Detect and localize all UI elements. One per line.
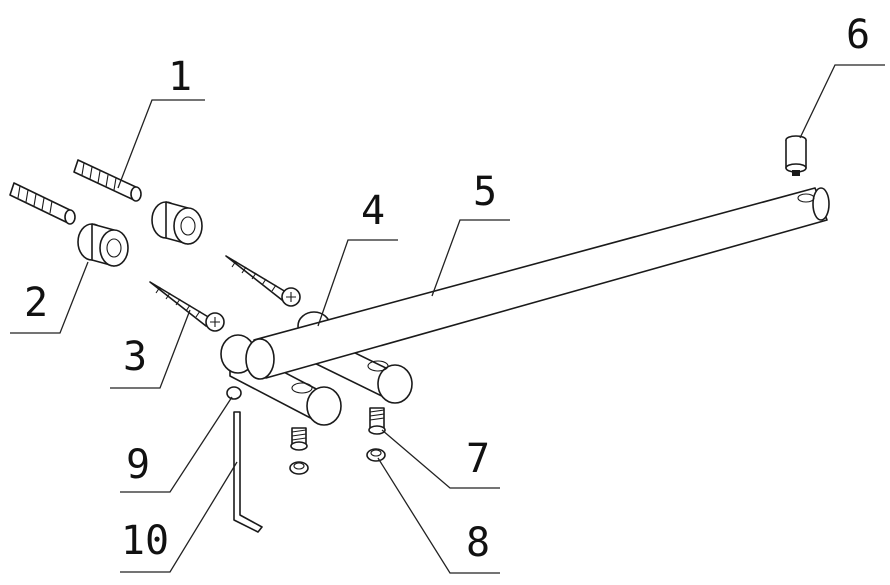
callout-1: 1: [168, 54, 192, 100]
ball-plug: [226, 386, 242, 400]
callout-8: 8: [466, 520, 490, 566]
rail-tube: [245, 187, 830, 380]
leader-lines: [10, 64, 885, 574]
set-screw-right: [368, 407, 386, 435]
spacer-sleeve-upper: [151, 201, 203, 245]
hex-key: [233, 411, 263, 533]
callout-10: 10: [121, 518, 169, 564]
washer-left: [289, 461, 309, 475]
set-screw-left: [290, 427, 308, 451]
spacer-sleeve-lower: [77, 223, 129, 267]
callout-7: 7: [466, 436, 490, 482]
callout-9: 9: [126, 442, 150, 488]
callout-5: 5: [473, 169, 497, 215]
wall-anchor-lower: [9, 182, 76, 225]
wood-screw-upper: [225, 255, 301, 307]
end-cap: [785, 135, 807, 176]
washer-right: [366, 448, 386, 462]
callout-4: 4: [361, 188, 385, 234]
wall-anchor-upper: [73, 159, 142, 202]
callout-2: 2: [24, 280, 48, 326]
callout-6: 6: [846, 12, 870, 58]
callout-3: 3: [123, 334, 147, 380]
wood-screw-lower: [149, 281, 225, 332]
